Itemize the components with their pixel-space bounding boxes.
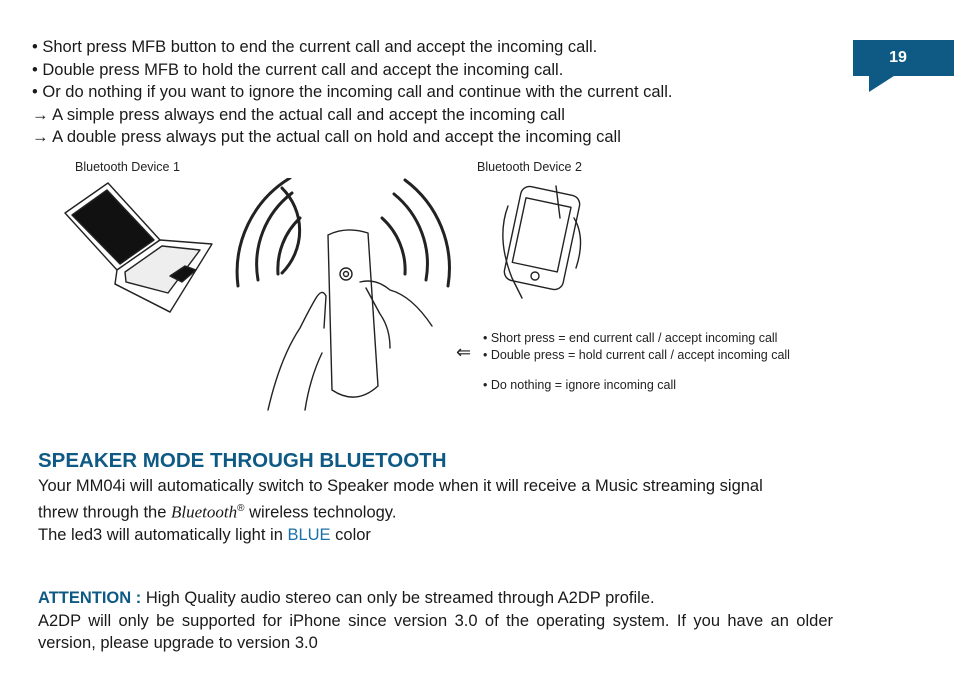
blue-color-word: BLUE	[287, 525, 331, 544]
signal-waves-right-icon	[380, 178, 451, 288]
device1-label: Bluetooth Device 1	[75, 160, 180, 174]
page-number-tab: 19	[853, 40, 954, 76]
page-number: 19	[889, 49, 907, 66]
page-tab-tail	[869, 74, 897, 92]
attention-label: ATTENTION :	[38, 589, 142, 607]
attention-line: A2DP will only be supported for iPhone s…	[38, 611, 833, 653]
instruction-item: → A double press always put the actual c…	[32, 128, 621, 146]
section-title: SPEAKER MODE THROUGH BLUETOOTH	[38, 449, 447, 472]
legend-item: • Do nothing = ignore incoming call	[483, 378, 677, 392]
device2-label: Bluetooth Device 2	[477, 160, 582, 174]
arrow-icon: ⇐	[456, 342, 472, 362]
instruction-item: • Or do nothing if you want to ignore th…	[32, 83, 673, 101]
instruction-item: → A simple press always end the actual c…	[32, 105, 565, 124]
phone-icon	[502, 185, 582, 299]
speaker-mode-paragraph: Your MM04i will automatically switch to …	[38, 475, 838, 546]
bluetooth-brand: Bluetooth	[171, 502, 238, 521]
attention-paragraph: ATTENTION : High Quality audio stereo ca…	[38, 587, 838, 655]
legend-item: • Short press = end current call / accep…	[483, 331, 778, 345]
remote-device-icon	[327, 229, 379, 398]
instruction-list: • Short press MFB button to end the curr…	[32, 36, 672, 149]
paragraph-line: The led3 will automatically light in BLU…	[38, 525, 371, 544]
paragraph-line: threw through the Bluetooth® wireless te…	[38, 502, 397, 521]
instruction-item: • Short press MFB button to end the curr…	[32, 38, 598, 56]
legend-item: • Double press = hold current call / acc…	[483, 348, 790, 362]
press-legend: • Short press = end current call / accep…	[483, 330, 790, 394]
instruction-item: • Double press MFB to hold the current c…	[32, 60, 564, 79]
paragraph-line: Your MM04i will automatically switch to …	[38, 477, 763, 495]
hand-icon	[267, 280, 433, 411]
laptop-icon	[64, 182, 213, 313]
bluetooth-illustration	[64, 178, 582, 411]
signal-waves-left-icon	[235, 178, 302, 288]
